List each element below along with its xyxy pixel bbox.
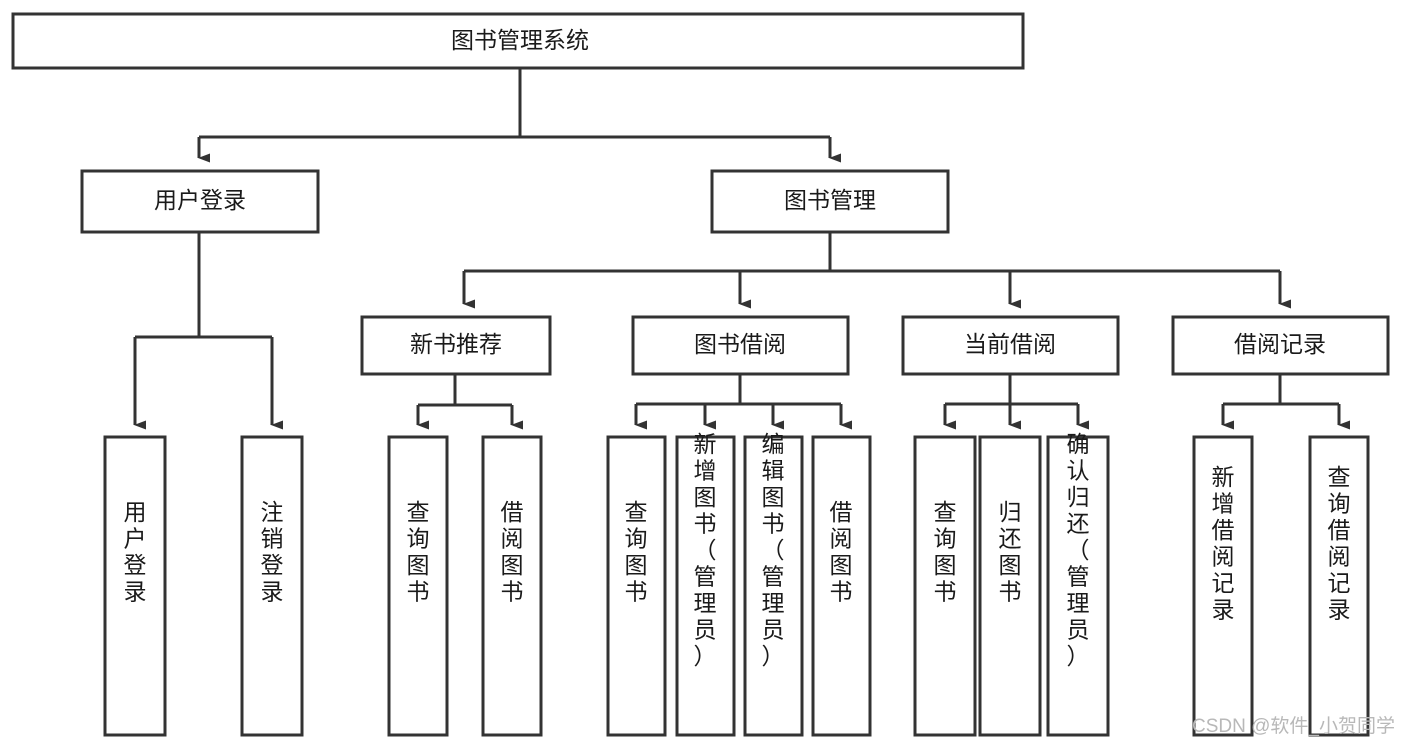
node-root-label: 图书管理系统	[451, 27, 589, 53]
node-book-manage-box[interactable]	[710, 169, 950, 234]
node-leaf-add-book-label: 新增图书（管理员）	[694, 431, 717, 669]
node-leaf-add-record[interactable]: 新增借阅记录	[1192, 435, 1254, 737]
node-current-borrow-box[interactable]	[901, 315, 1120, 376]
node-book-manage-label: 图书管理	[784, 187, 876, 213]
node-leaf-logout-login-box[interactable]	[240, 435, 304, 737]
node-leaf-query-book-3[interactable]: 查询图书	[913, 435, 977, 737]
node-current-borrow[interactable]: 当前借阅	[901, 315, 1120, 376]
node-book-manage[interactable]: 图书管理	[710, 169, 950, 234]
node-leaf-query-record-box[interactable]	[1308, 435, 1370, 737]
node-leaf-query-record-label: 查询借阅记录	[1328, 464, 1351, 623]
node-leaf-user-login[interactable]: 用户登录	[103, 435, 167, 737]
node-user-login-box[interactable]	[80, 169, 320, 234]
node-new-book-rec-label: 新书推荐	[410, 331, 502, 357]
node-leaf-borrow-book-2[interactable]: 借阅图书	[811, 435, 872, 737]
node-borrow-record-label: 借阅记录	[1234, 331, 1326, 357]
node-leaf-user-login-label: 用户登录	[124, 499, 147, 605]
connector-newbook-to-leaves	[418, 374, 523, 425]
connector-bookborrow-to-leaves	[636, 374, 852, 425]
connector-currentborrow-to-leaves	[945, 374, 1089, 425]
node-user-login-label: 用户登录	[154, 187, 246, 213]
node-leaf-confirm-return-box[interactable]	[1046, 435, 1110, 737]
node-new-book-rec-box[interactable]	[360, 315, 552, 376]
node-leaf-add-book-box[interactable]	[675, 435, 736, 737]
node-leaf-query-book-1-box[interactable]	[387, 435, 449, 737]
node-leaf-confirm-return-label: 确认归还（管理员）	[1067, 431, 1090, 669]
node-leaf-add-record-label: 新增借阅记录	[1212, 464, 1235, 623]
node-leaf-query-book-3-label: 查询图书	[934, 499, 957, 605]
connector-bookmanage-to-level3	[464, 232, 1291, 304]
node-leaf-edit-book[interactable]: 编辑图书（管理员）	[743, 431, 804, 737]
node-book-borrow-label: 图书借阅	[694, 331, 786, 357]
node-user-login[interactable]: 用户登录	[80, 169, 320, 234]
node-book-borrow-box[interactable]	[631, 315, 850, 376]
csdn-watermark: CSDN @软件_小贺同学	[1192, 715, 1395, 737]
node-leaf-confirm-return[interactable]: 确认归还（管理员）	[1046, 431, 1110, 737]
node-leaf-query-record[interactable]: 查询借阅记录	[1308, 435, 1370, 737]
node-leaf-query-book-1[interactable]: 查询图书	[387, 435, 449, 737]
node-leaf-borrow-book-1[interactable]: 借阅图书	[481, 435, 543, 737]
node-borrow-record-box[interactable]	[1171, 315, 1390, 376]
node-new-book-rec[interactable]: 新书推荐	[360, 315, 552, 376]
node-leaf-borrow-book-2-label: 借阅图书	[830, 499, 853, 605]
node-leaf-logout-login[interactable]: 注销登录	[240, 435, 304, 737]
node-book-borrow[interactable]: 图书借阅	[631, 315, 850, 376]
connector-userlogin-to-leaves	[135, 232, 283, 425]
node-leaf-query-book-2-box[interactable]	[606, 435, 667, 737]
node-leaf-edit-book-label: 编辑图书（管理员）	[762, 431, 785, 669]
node-leaf-add-record-box[interactable]	[1192, 435, 1254, 737]
node-leaf-return-book[interactable]: 归还图书	[978, 435, 1042, 737]
node-leaf-return-book-label: 归还图书	[999, 499, 1022, 605]
node-leaf-query-book-2-label: 查询图书	[625, 499, 648, 605]
node-root[interactable]: 图书管理系统	[11, 12, 1025, 70]
node-current-borrow-label: 当前借阅	[964, 331, 1056, 357]
node-leaf-query-book-2[interactable]: 查询图书	[606, 435, 667, 737]
node-leaf-borrow-book-1-box[interactable]	[481, 435, 543, 737]
node-leaf-query-book-3-box[interactable]	[913, 435, 977, 737]
node-leaf-borrow-book-1-label: 借阅图书	[501, 499, 524, 605]
node-leaf-borrow-book-2-box[interactable]	[811, 435, 872, 737]
node-leaf-add-book[interactable]: 新增图书（管理员）	[675, 431, 736, 737]
node-leaf-user-login-box[interactable]	[103, 435, 167, 737]
node-leaf-edit-book-box[interactable]	[743, 435, 804, 737]
node-root-box[interactable]	[11, 12, 1025, 70]
connector-borrowrecord-to-leaves	[1223, 374, 1350, 425]
node-borrow-record[interactable]: 借阅记录	[1171, 315, 1390, 376]
connector-root-to-level2	[199, 68, 841, 158]
node-leaf-query-book-1-label: 查询图书	[407, 499, 430, 605]
node-leaf-logout-login-label: 注销登录	[261, 499, 284, 605]
node-leaf-return-book-box[interactable]	[978, 435, 1042, 737]
